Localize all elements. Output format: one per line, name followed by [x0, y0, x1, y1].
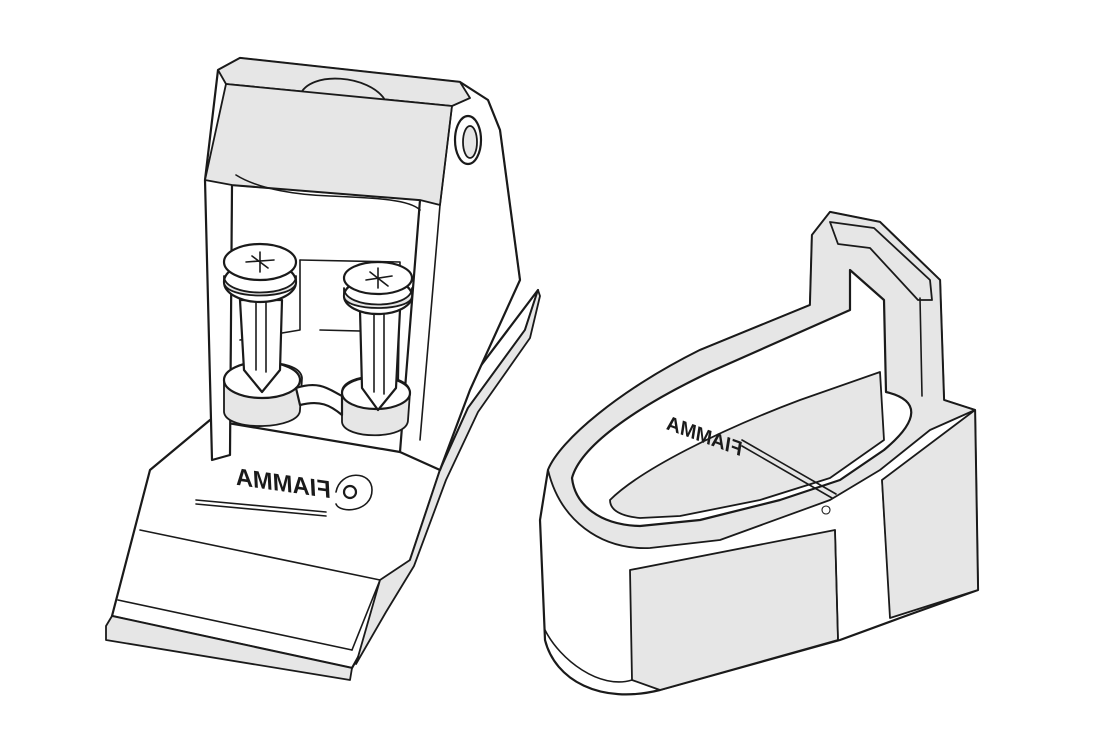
right-holder: FIAMMA: [538, 210, 980, 696]
holder-slot: [829, 221, 933, 301]
left-bracket: FIAMMA: [105, 56, 541, 681]
screw-left: [222, 242, 298, 394]
screw-right: [342, 260, 414, 412]
holder-front-band: [629, 529, 839, 691]
bracket-base-lip: [105, 615, 353, 681]
